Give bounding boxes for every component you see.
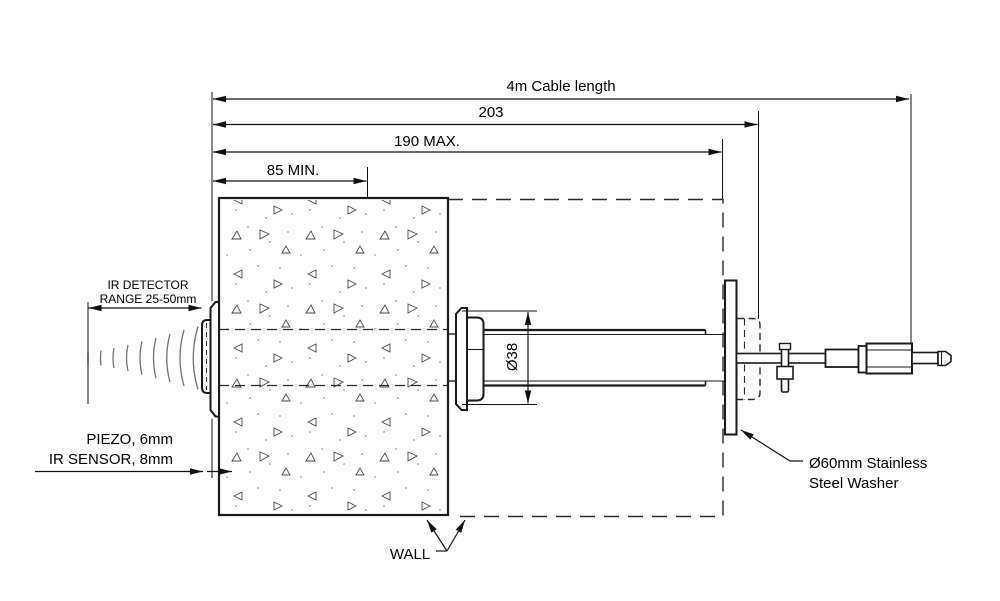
label-ir-detector: IR DETECTOR	[107, 278, 188, 292]
steel-washer	[724, 279, 738, 436]
leader-lines	[35, 429, 803, 552]
plug-collar	[857, 345, 868, 374]
wall-max-thickness-hidden-outline	[448, 198, 724, 518]
label-piezo: PIEZO, 6mm	[86, 431, 173, 448]
leader-wall-hidden	[446, 519, 466, 552]
rear-fixture	[448, 307, 725, 411]
label-ir-range: RANGE 25-50mm	[100, 292, 197, 306]
clamp-nut	[466, 316, 485, 402]
wall-section	[217, 196, 450, 517]
plug-strain-relief	[824, 348, 860, 368]
annotation-texts: 4m Cable length 203 190 MAX. 85 MIN. IR …	[49, 78, 928, 563]
label-wall: WALL	[390, 546, 430, 563]
cable-and-plug	[735, 342, 952, 393]
dim-label-203: 203	[478, 104, 503, 121]
dim-label-190-max: 190 MAX.	[394, 133, 460, 150]
label-washer-line1: Ø60mm Stainless	[809, 455, 927, 472]
dim-label-cable-length: 4m Cable length	[506, 78, 615, 95]
dimension-lines	[88, 95, 909, 404]
sensor-dome	[201, 319, 212, 394]
sensor-dome-assembly	[201, 301, 220, 418]
dim-label-dia38: Ø38	[504, 343, 521, 371]
tube-body	[483, 328, 725, 387]
leader-washer	[740, 429, 803, 462]
leader-wall-solid	[426, 519, 448, 552]
extension-lines	[87, 92, 912, 478]
label-washer-line2: Steel Washer	[809, 475, 898, 492]
toggle-block	[776, 365, 794, 380]
label-ir-sensor: IR SENSOR, 8mm	[49, 451, 173, 468]
jack-plug-body	[865, 342, 913, 375]
dome-mounting-flange	[209, 301, 220, 418]
jack-shaft	[911, 351, 939, 365]
ir-wave-arcs	[87, 326, 199, 390]
toggle-pin-cap	[778, 342, 792, 351]
hidden-tube-in-wall	[219, 328, 448, 387]
concrete-texture	[221, 200, 446, 513]
dim-label-85-min: 85 MIN.	[267, 162, 320, 179]
back-flange	[455, 307, 468, 411]
jack-tip	[937, 350, 952, 367]
